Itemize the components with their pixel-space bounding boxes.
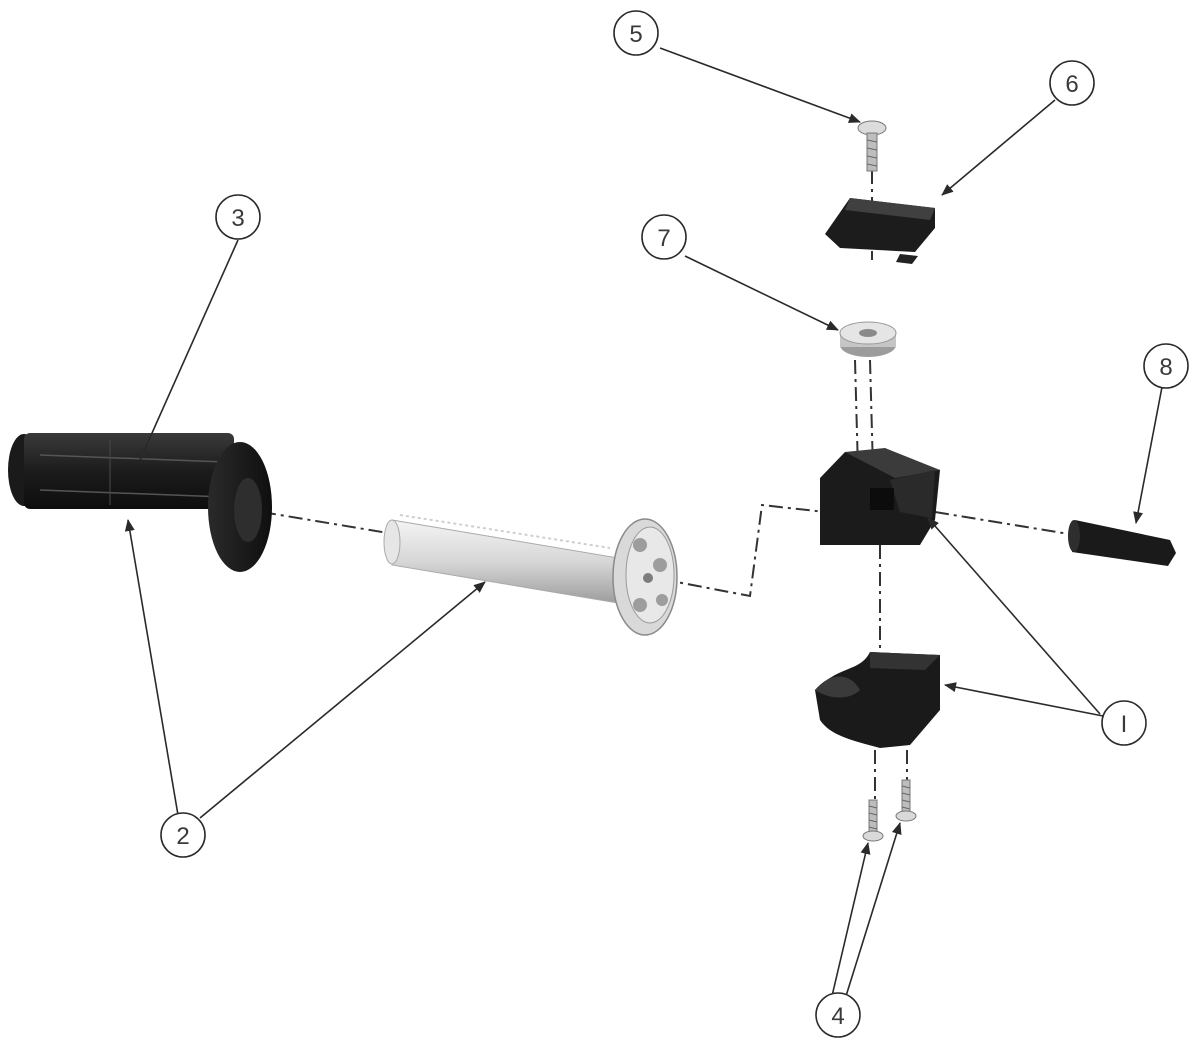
center-lines: [261, 170, 1076, 830]
balloon-7: 7: [641, 214, 687, 260]
screw-top-part: [857, 120, 887, 172]
balloon-7-label: 7: [657, 225, 670, 252]
balloon-6-label: 6: [1065, 71, 1078, 98]
balloon-3-label: 3: [231, 205, 244, 232]
balloon-4-label: 4: [831, 1003, 844, 1030]
balloon-8-label: 8: [1159, 354, 1172, 381]
balloon-4: 4: [815, 992, 861, 1038]
balloon-2: 2: [160, 812, 206, 858]
balloon-5-label: 5: [629, 21, 642, 48]
throttle-tube-part: [383, 514, 678, 636]
housing-lower-part: [815, 652, 940, 748]
leader-lines: [124, 47, 1163, 997]
housing-upper-part: [820, 448, 940, 545]
balloon-1: I: [1101, 700, 1147, 746]
balloon-6: 6: [1049, 60, 1095, 106]
balloon-5: 5: [613, 10, 659, 56]
screws-bottom-part: [862, 779, 917, 842]
balloon-3: 3: [215, 194, 261, 240]
cover-part: [825, 198, 935, 264]
washer-part: [839, 321, 897, 357]
balloon-8: 8: [1143, 343, 1189, 389]
balloon-1-label: I: [1121, 711, 1128, 738]
cable-boot-part: [1068, 520, 1176, 566]
balloon-2-label: 2: [176, 823, 189, 850]
grip-part: [8, 433, 272, 572]
